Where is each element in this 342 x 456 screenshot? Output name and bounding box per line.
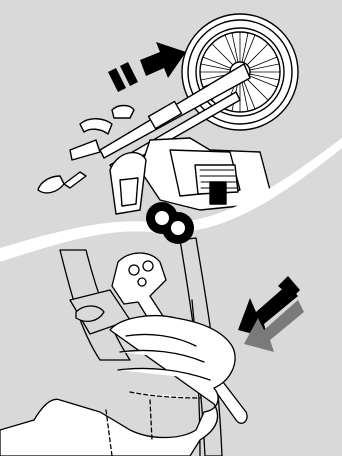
illustration-canvas	[0, 0, 342, 456]
service-manual-figure	[0, 0, 342, 456]
